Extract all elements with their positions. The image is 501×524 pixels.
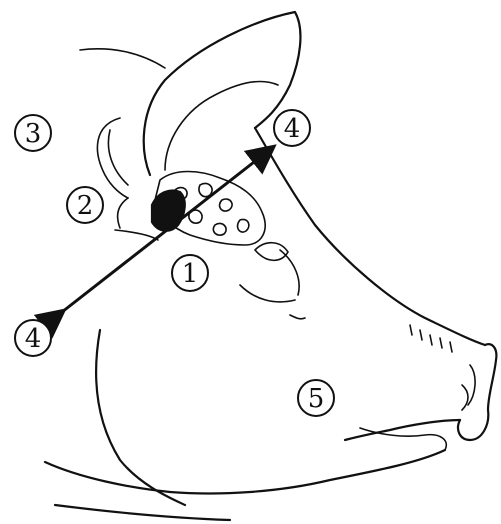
label-5-marker: 5 — [298, 380, 334, 416]
label-2-text: 2 — [77, 191, 94, 221]
label-1-text: 1 — [182, 259, 199, 289]
label-4-bottom-marker: 4 — [15, 320, 51, 356]
label-4-bottom-text: 4 — [25, 324, 42, 354]
snout-tip — [458, 344, 496, 440]
label-3-text: 3 — [25, 119, 42, 149]
gland-lobules — [175, 183, 249, 235]
lower-lip — [360, 428, 446, 450]
dark-muscle-mass — [152, 191, 185, 231]
head-top-outline — [255, 128, 485, 345]
eye-socket — [240, 250, 299, 302]
label-3-marker: 3 — [15, 115, 51, 151]
arrow-line — [62, 148, 272, 312]
label-4-top-text: 4 — [284, 114, 301, 144]
ear-edge-mid — [108, 130, 128, 185]
neck-base — [55, 505, 230, 520]
label-5-text: 5 — [308, 384, 325, 414]
jowl-line — [96, 330, 185, 505]
label-1-marker: 1 — [172, 255, 208, 291]
label-4-top-marker: 4 — [274, 110, 310, 146]
mouth-line — [345, 420, 460, 440]
cheek-line — [290, 315, 305, 319]
label-2-marker: 2 — [67, 187, 103, 223]
snout-disc-detail — [462, 365, 475, 410]
ear-edge-left — [97, 118, 128, 198]
ear-back-line — [80, 49, 165, 68]
jaw-outline — [45, 450, 445, 494]
